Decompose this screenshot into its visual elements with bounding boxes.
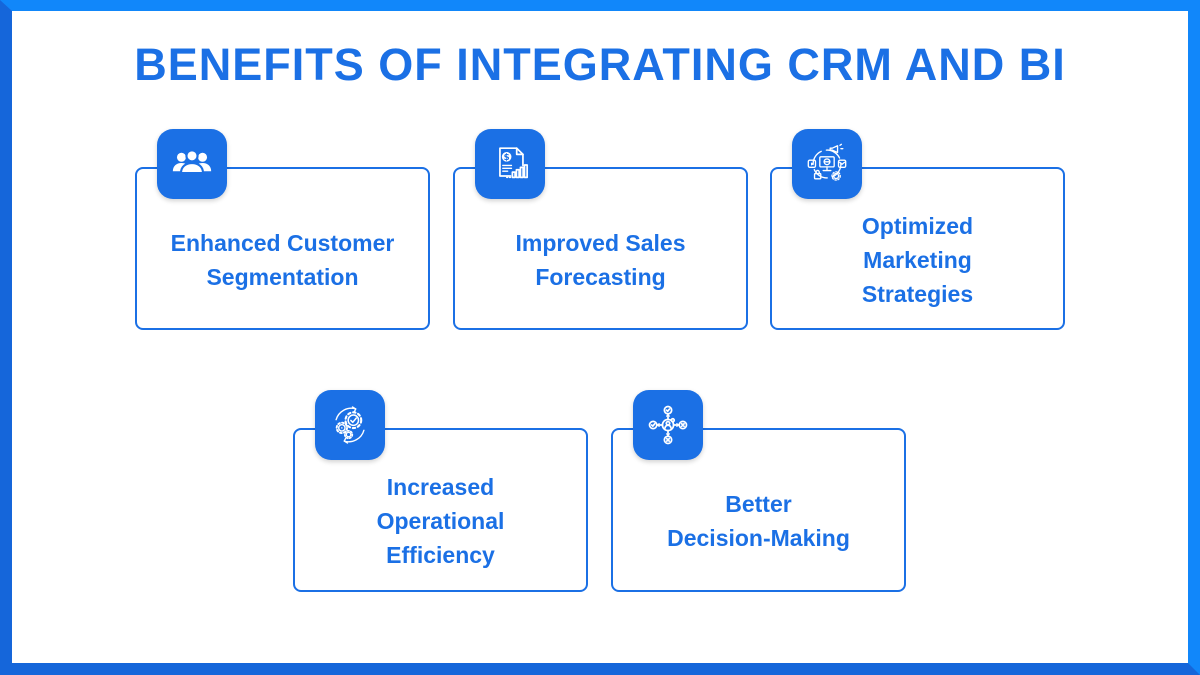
digital-marketing-icon [807, 143, 847, 181]
gears-efficiency-icon [335, 406, 365, 444]
icon-tile [157, 129, 227, 199]
benefit-card-marketing-strategies: Optimized Marketing Strategies [770, 129, 1065, 330]
benefit-label: Optimized Marketing Strategies [861, 212, 974, 307]
icon-tile [315, 390, 385, 460]
benefit-card-customer-segmentation: Enhanced Customer Segmentation [135, 129, 430, 330]
benefit-label: Improved Sales Forecasting [515, 229, 686, 290]
icon-tile: $ [475, 129, 545, 199]
icon-tile [792, 129, 862, 199]
benefit-card-sales-forecasting: $ Improved Sales Forecasting [453, 129, 748, 330]
svg-text:$: $ [504, 153, 510, 163]
page-title: BENEFITS OF INTEGRATING CRM AND BI [134, 39, 1066, 90]
benefit-card-operational-efficiency: Increased Operational Efficiency [293, 390, 588, 592]
benefit-label: Better Decision-Making [667, 491, 850, 551]
users-group-icon [172, 149, 212, 175]
benefit-label: Increased Operational Efficiency [376, 474, 505, 568]
icon-tile [633, 390, 703, 460]
benefit-label: Enhanced Customer Segmentation [170, 229, 395, 290]
decision-network-icon [648, 405, 688, 445]
sales-report-icon: $ [499, 147, 529, 179]
benefit-card-decision-making: Better Decision-Making [611, 390, 906, 592]
